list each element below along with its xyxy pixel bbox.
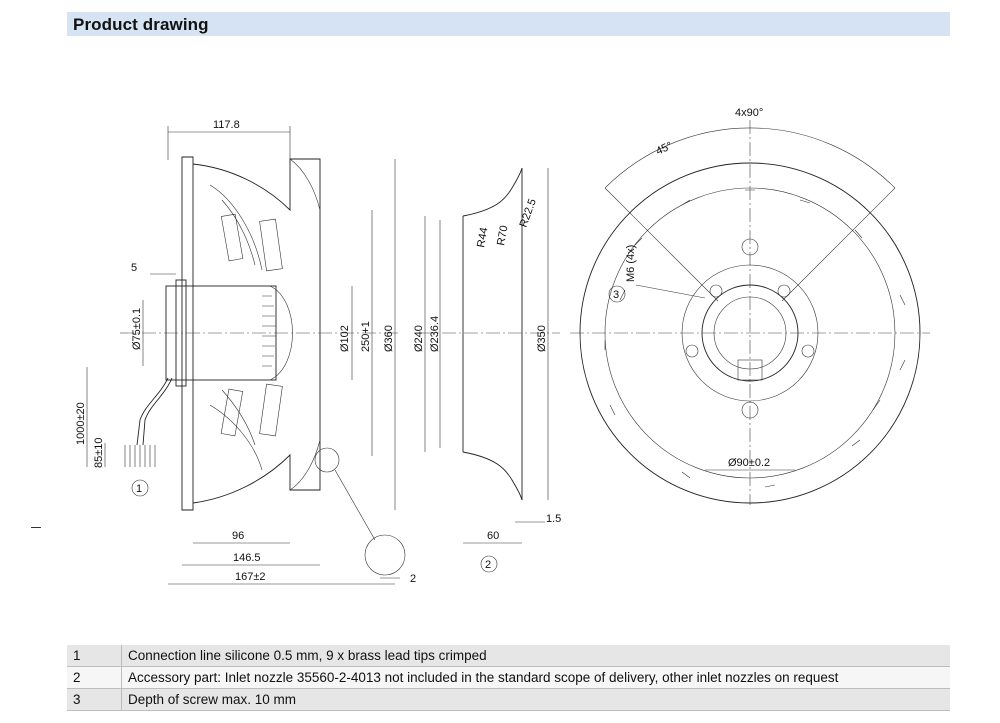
blade-2 bbox=[221, 199, 256, 266]
connector-box bbox=[737, 359, 763, 381]
note-text: Connection line silicone 0.5 mm, 9 x bra… bbox=[121, 645, 950, 667]
note-number: 3 bbox=[67, 688, 122, 711]
dim-4x90: 4x90° bbox=[735, 107, 763, 119]
dim-m6: M6 (4x) bbox=[625, 245, 637, 282]
page-mark bbox=[31, 527, 41, 528]
dim-146-5: 146.5 bbox=[233, 552, 261, 564]
diag-2 bbox=[781, 187, 896, 302]
top-hole bbox=[741, 238, 759, 256]
dim-1-5: 1.5 bbox=[546, 513, 561, 525]
detail-circle bbox=[314, 447, 340, 473]
blade-1 bbox=[209, 184, 263, 271]
dim-2: 2 bbox=[410, 573, 416, 585]
dim-45: 45° bbox=[654, 140, 674, 158]
product-drawing: 117.8 5 Ø75±0.1 Ø102 250+1 Ø360 1000±20 … bbox=[75, 107, 930, 585]
cable-2 bbox=[142, 377, 173, 446]
note-number: 1 bbox=[67, 645, 122, 667]
note-number: 2 bbox=[67, 666, 122, 689]
detail-leader bbox=[334, 469, 376, 541]
section-view: Ø240 Ø236.4 Ø350 R22.5 R70 R44 60 1.5 2 bbox=[413, 167, 561, 573]
nozzle-profile-top bbox=[462, 167, 523, 217]
impeller-blades-outline bbox=[192, 158, 321, 504]
notes-table: 1 Connection line silicone 0.5 mm, 9 x b… bbox=[67, 645, 950, 711]
note-text: Depth of screw max. 10 mm bbox=[121, 688, 950, 711]
shroud-outline bbox=[289, 158, 321, 491]
table-row: 3 Depth of screw max. 10 mm bbox=[67, 688, 950, 711]
bolt-hole-4 bbox=[801, 344, 815, 358]
nozzle-profile-bottom bbox=[462, 451, 523, 501]
dim-d75: Ø75±0.1 bbox=[131, 308, 143, 350]
section-header: Product drawing bbox=[67, 12, 950, 36]
side-view: 117.8 5 Ø75±0.1 Ø102 250+1 Ø360 1000±20 … bbox=[75, 119, 416, 585]
leader-m6 bbox=[635, 284, 706, 299]
blade-slot-1 bbox=[220, 213, 244, 262]
dim-85: 85±10 bbox=[93, 437, 105, 468]
note-text: Accessory part: Inlet nozzle 35560-2-401… bbox=[121, 666, 950, 689]
dim-d102: Ø102 bbox=[339, 325, 351, 352]
dim-d360: Ø360 bbox=[383, 325, 395, 352]
bolt-hole-2 bbox=[777, 284, 791, 298]
dim-r70: R70 bbox=[495, 225, 510, 247]
blade-slot-2 bbox=[259, 218, 283, 272]
dim-117-8: 117.8 bbox=[213, 119, 240, 131]
motor-fins bbox=[262, 295, 276, 367]
dim-250: 250+1 bbox=[360, 321, 372, 352]
marker-1: 1 bbox=[136, 483, 142, 495]
dim-r44: R44 bbox=[475, 227, 490, 249]
cable-leads bbox=[124, 445, 156, 467]
dim-96: 96 bbox=[232, 530, 244, 542]
blade-slot-3 bbox=[220, 388, 244, 437]
marker-1-circle bbox=[131, 479, 149, 497]
bolt-hole-3 bbox=[685, 344, 699, 358]
diag-1 bbox=[604, 187, 719, 302]
dim-d236: Ø236.4 bbox=[429, 316, 441, 352]
detail-circle-large bbox=[364, 534, 406, 576]
blade-slot-4 bbox=[259, 383, 283, 437]
dim-d350: Ø350 bbox=[536, 325, 548, 352]
marker-2-circle bbox=[480, 555, 498, 573]
dim-d240: Ø240 bbox=[413, 325, 425, 352]
marker-3: 3 bbox=[613, 289, 619, 301]
dim-r22-5: R22.5 bbox=[518, 197, 539, 229]
bottom-hole bbox=[741, 401, 759, 419]
blade-3 bbox=[209, 404, 263, 471]
table-row: 2 Accessory part: Inlet nozzle 35560-2-4… bbox=[67, 666, 950, 689]
table-row: 1 Connection line silicone 0.5 mm, 9 x b… bbox=[67, 645, 950, 667]
impeller-outline bbox=[181, 156, 194, 511]
dim-60: 60 bbox=[487, 530, 499, 542]
dim-d90: Ø90±0.2 bbox=[728, 457, 770, 469]
dim-167: 167±2 bbox=[235, 571, 266, 583]
vanes bbox=[604, 189, 906, 488]
bolt-hole-1 bbox=[709, 284, 723, 298]
marker-2: 2 bbox=[485, 559, 491, 571]
blade-4 bbox=[221, 389, 256, 446]
dim-5: 5 bbox=[131, 262, 137, 274]
marker-3-circle bbox=[608, 285, 626, 303]
front-view: 4x90° 45° M6 (4x) Ø90±0.2 3 bbox=[570, 107, 930, 505]
dim-1000: 1000±20 bbox=[75, 402, 87, 445]
section-title: Product drawing bbox=[73, 15, 209, 34]
arc-4x90 bbox=[604, 127, 896, 189]
cable bbox=[136, 377, 169, 446]
